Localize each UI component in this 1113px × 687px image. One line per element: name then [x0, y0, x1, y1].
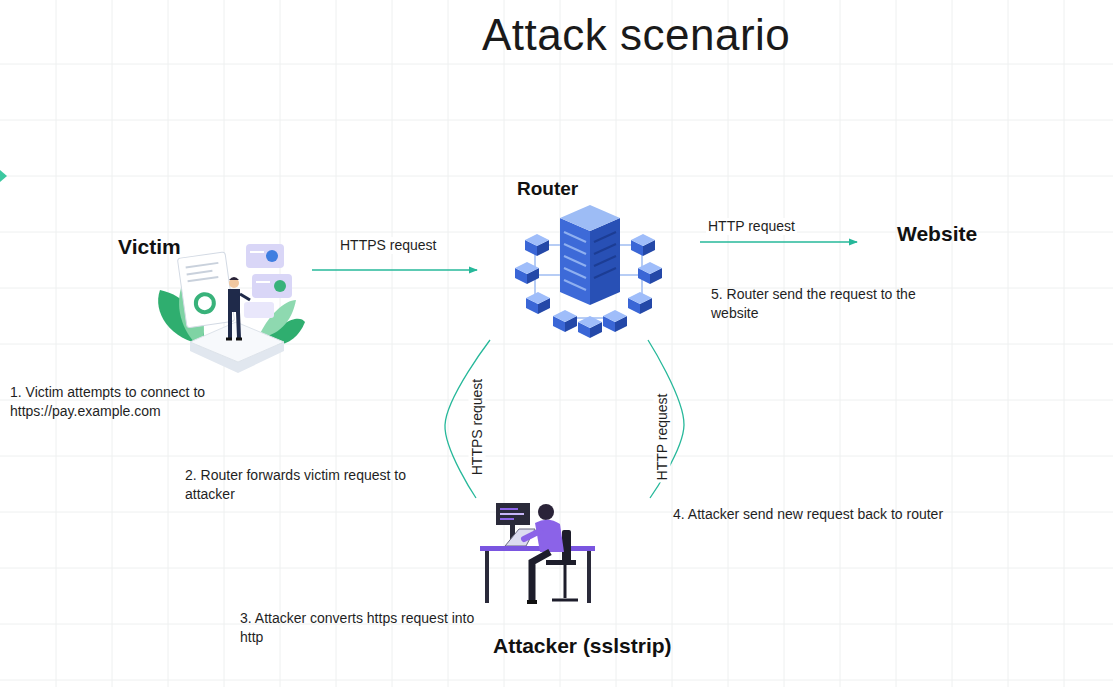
node-label: Attacker (sslstrip): [493, 634, 672, 658]
diagram-title: Attack scenario: [482, 10, 790, 60]
router-illustration: [515, 205, 662, 338]
step-note: 4. Attacker send new request back to rou…: [673, 505, 947, 524]
connector: [312, 269, 477, 270]
node-label: Victim: [118, 235, 181, 259]
victim-node: Victim: [110, 230, 312, 385]
edge-label: HTTPS request: [338, 237, 438, 254]
edge-label: HTTP request: [706, 218, 797, 235]
victim-illustration: [158, 244, 305, 373]
attacker-node: Attacker (sslstrip): [470, 498, 692, 668]
router-node: Router: [478, 172, 700, 340]
connector: [648, 340, 684, 498]
edge-label: HTTP request: [654, 392, 671, 483]
edge-marker: [0, 170, 7, 182]
connector: [445, 340, 490, 498]
step-note: 3. Attacker converts https request into …: [240, 609, 494, 647]
node-label: Router: [517, 178, 578, 200]
attacker-illustration: [480, 503, 595, 603]
node-label: Website: [897, 222, 977, 246]
edge-label: HTTPS request: [469, 377, 486, 477]
connector: [700, 241, 857, 242]
website-node: Website: [858, 218, 995, 256]
step-note: 5. Router send the request to the websit…: [711, 285, 957, 323]
step-note: 1. Victim attempts to connect to https:/…: [10, 383, 248, 421]
step-note: 2. Router forwards victim request to att…: [185, 466, 449, 504]
